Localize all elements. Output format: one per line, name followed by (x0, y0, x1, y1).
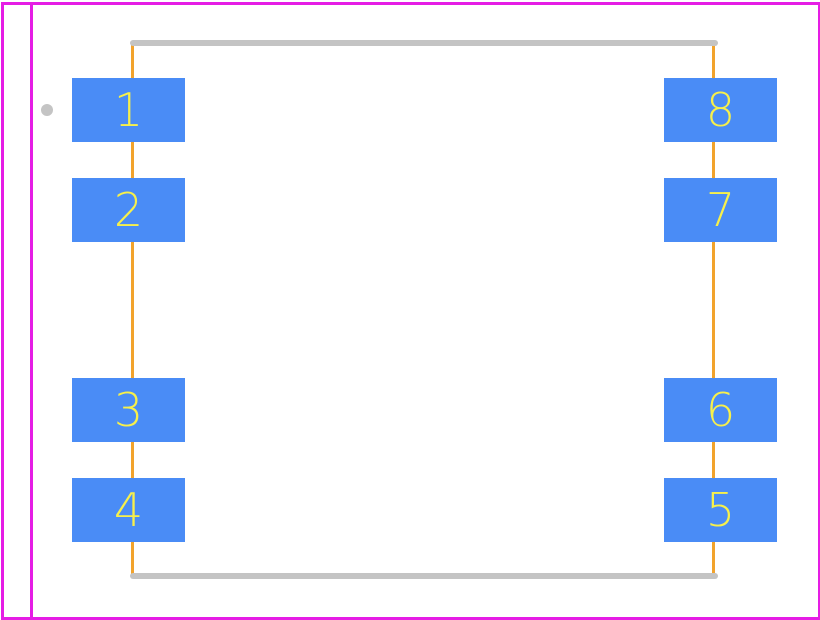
pad-label: 1 (113, 83, 144, 137)
pad-label: 3 (113, 383, 144, 437)
pad-label: 5 (705, 483, 736, 537)
pad-7[interactable]: 7 (664, 178, 777, 242)
courtyard-inner-line (30, 2, 33, 617)
pad-label: 8 (705, 83, 736, 137)
pad-8[interactable]: 8 (664, 78, 777, 142)
silkscreen-bottom-line (130, 573, 718, 579)
silkscreen-top-line (130, 40, 718, 46)
pad-label: 2 (113, 183, 144, 237)
pad-5[interactable]: 5 (664, 478, 777, 542)
pad-label: 4 (113, 483, 144, 537)
pad-6[interactable]: 6 (664, 378, 777, 442)
body-outline-left (131, 42, 134, 576)
pin1-dot-icon (41, 104, 53, 116)
body-outline-right (712, 42, 715, 576)
pad-2[interactable]: 2 (72, 178, 185, 242)
pad-1[interactable]: 1 (72, 78, 185, 142)
pad-4[interactable]: 4 (72, 478, 185, 542)
pad-label: 6 (705, 383, 736, 437)
pad-label: 7 (705, 183, 736, 237)
pad-3[interactable]: 3 (72, 378, 185, 442)
